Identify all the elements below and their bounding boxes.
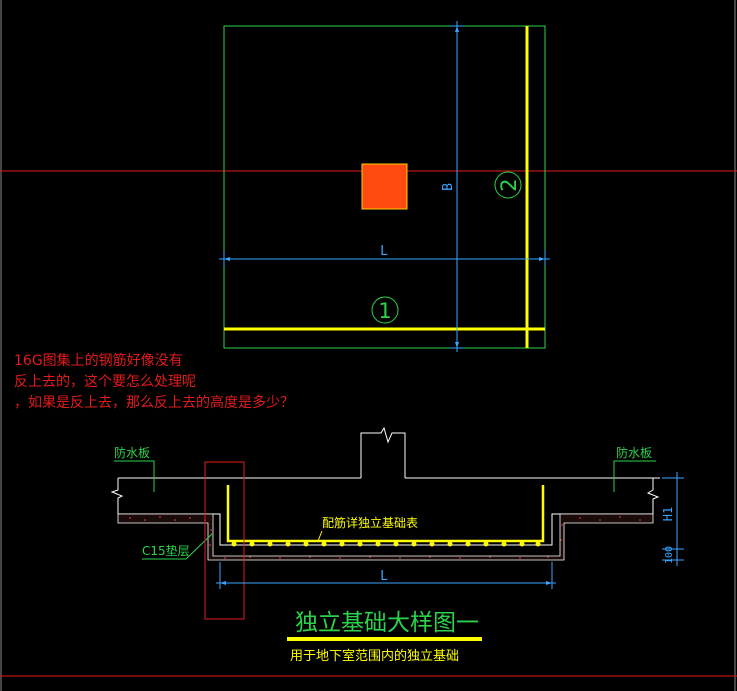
dim-arrow [220, 581, 226, 585]
note-line-1: 16G图集上的钢筋好像没有 [14, 352, 183, 369]
break-left [110, 478, 124, 514]
waterproof-leader-left [114, 460, 155, 492]
dim-L-section-label: L [380, 569, 388, 584]
column [361, 163, 408, 210]
break-right [646, 478, 660, 514]
waterproof-leader-right [613, 460, 656, 492]
dim-arrow [455, 26, 459, 32]
dim-100-label: 100 [664, 546, 675, 564]
rebar-dots [231, 541, 541, 547]
dim-arrow [539, 257, 545, 261]
cushion-hatch [129, 516, 641, 559]
section-title: 独立基础大样图一 [295, 610, 479, 636]
dim-arrow [546, 581, 552, 585]
dim-B-plan-label: B [441, 183, 456, 191]
cushion-label: C15垫层 [142, 543, 190, 558]
column-stub [360, 426, 406, 478]
rebar-marker-1-label: 1 [378, 299, 391, 323]
rebar-label: 配筋详独立基础表 [322, 515, 418, 530]
rebar-marker-1 [371, 296, 399, 324]
note-line-3: ，如果是反上去，那么反上去的高度是多少？ [14, 394, 294, 411]
waterproof-label-left: 防水板 [114, 445, 150, 460]
dim-arrow [224, 257, 230, 261]
note-line-2: 反上去的，这个要怎么处理呢 [14, 373, 196, 390]
cushion-leader [142, 533, 213, 560]
section-subtitle: 用于地下室范围内的独立基础 [290, 648, 459, 664]
cushion-layer [117, 513, 654, 561]
rebar-leader [317, 530, 323, 542]
waterproof-label-right: 防水板 [616, 445, 652, 460]
dim-arrow [455, 342, 459, 348]
dim-L-plan-label: L [380, 244, 388, 259]
highlight-box [204, 461, 245, 620]
section-rebar [226, 485, 545, 543]
dim-H1-label: H1 [661, 507, 675, 521]
foundation-plan-outline [223, 25, 546, 349]
rebar-marker-2 [494, 171, 522, 199]
rebar-marker-2-label: 2 [497, 178, 521, 191]
